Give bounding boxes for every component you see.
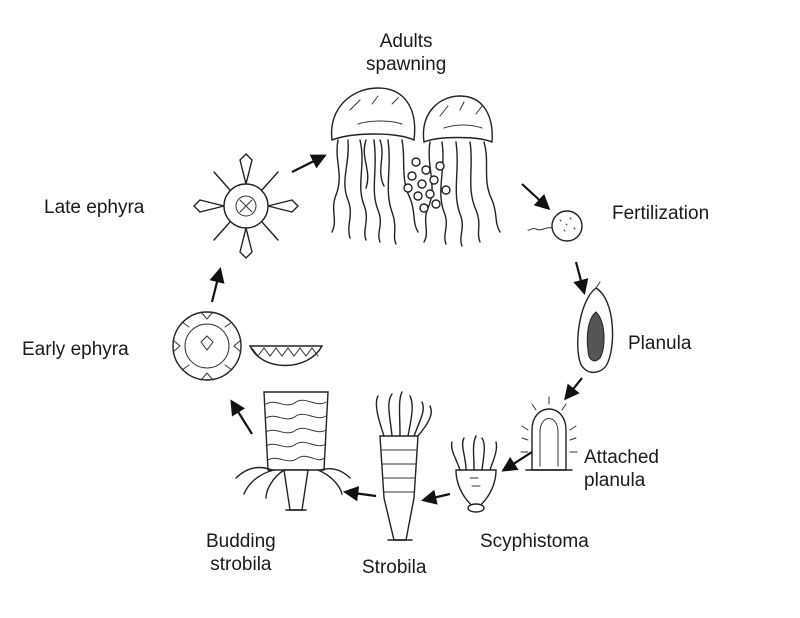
label-early-ephyra: Early ephyra	[22, 339, 129, 360]
arrow-strobila-to-budding	[342, 485, 377, 502]
budding-strobila-illustration	[235, 345, 351, 511]
label-planula: Planula	[628, 333, 692, 354]
arrow-scyphistoma-to-strobila	[420, 489, 451, 505]
arrow-planula-to-attached	[564, 377, 583, 401]
strobila-illustration	[375, 391, 432, 541]
arrow-late-to-adults	[291, 154, 327, 173]
cycle-arrows	[209, 154, 589, 505]
label-budding-strobila: Budding strobila	[206, 531, 276, 575]
fertilized-egg-illustration	[527, 210, 583, 242]
scyphistoma-illustration	[450, 435, 498, 513]
late-ephyra-illustration	[193, 153, 299, 259]
arrow-fertilization-to-planula	[573, 261, 589, 295]
spawned-eggs-cluster	[403, 157, 451, 213]
early-ephyra-illustration	[172, 311, 242, 381]
adult-jellyfish-left-illustration	[330, 87, 419, 245]
arrow-adults-to-fertilization	[521, 183, 551, 211]
label-adults-spawning: Adults spawning	[366, 31, 447, 75]
label-strobila: Strobila	[362, 557, 427, 578]
planula-illustration	[577, 281, 614, 373]
label-late-ephyra: Late ephyra	[44, 197, 145, 218]
arrow-early-to-late	[209, 267, 225, 303]
label-attached-planula: Attached planula	[584, 447, 659, 491]
attached-planula-illustration	[520, 396, 578, 471]
arrow-attached-to-scyphistoma	[501, 451, 533, 472]
arrow-budding-to-early	[230, 399, 253, 435]
label-fertilization: Fertilization	[612, 203, 710, 224]
adult-jellyfish-right-illustration	[422, 95, 501, 247]
label-scyphistoma: Scyphistoma	[480, 531, 589, 552]
